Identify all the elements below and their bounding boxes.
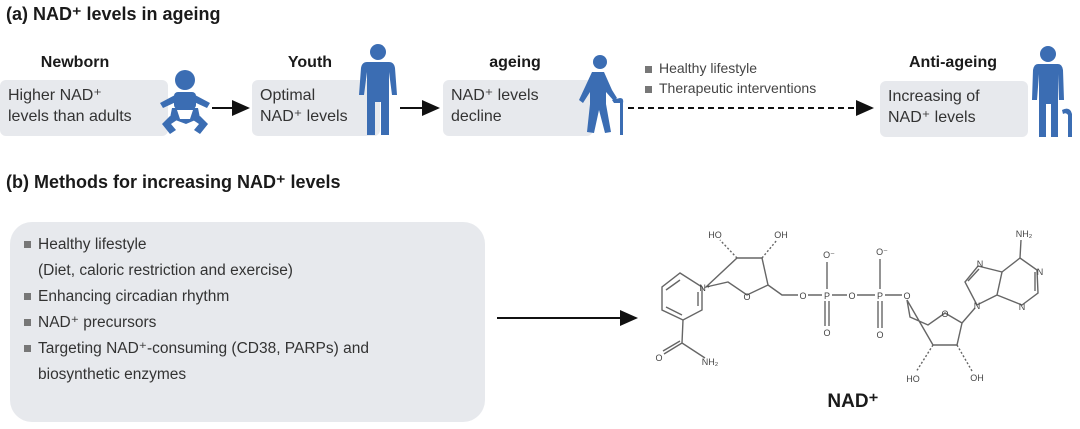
stage-label-newborn: Newborn <box>40 54 110 71</box>
atom-label: O <box>823 328 830 338</box>
ageing-text-2: decline <box>451 108 502 125</box>
atom-label: OH <box>774 230 788 240</box>
atom-label: P <box>877 291 883 301</box>
stage-label-youth: Youth <box>287 54 333 71</box>
atom-label: O <box>743 292 750 302</box>
atom-label: N <box>1037 267 1044 277</box>
anti-ageing-text-1: Increasing of <box>888 88 980 105</box>
atom-label: O <box>903 291 910 301</box>
method-item-detail: biosynthetic enzymes <box>38 366 187 383</box>
part-b-title: (b) Methods for increasing NAD⁺ levels <box>6 172 341 192</box>
ageing-text-1: NAD⁺ levels <box>451 87 539 104</box>
atom-label: O⁻ <box>876 247 888 257</box>
method-item: NAD⁺ precursors <box>24 310 471 336</box>
adult-icon <box>359 44 397 135</box>
atom-label: HO <box>906 374 920 384</box>
newborn-box: Higher NAD⁺ levels than adults <box>0 80 168 136</box>
intervention-item: Healthy lifestyle <box>645 60 757 76</box>
youth-text-2: NAD⁺ levels <box>260 108 348 125</box>
stage-label-anti-ageing: Anti-ageing <box>909 54 997 71</box>
atom-label: OH <box>970 373 984 383</box>
atom-label: N <box>977 259 984 269</box>
ageing-box: NAD⁺ levels decline <box>443 80 593 136</box>
anti-ageing-text-2: NAD⁺ levels <box>888 109 976 126</box>
method-item: Healthy lifestyle <box>24 232 471 258</box>
atom-label: O <box>941 309 948 319</box>
atom-label: O <box>876 330 883 340</box>
stage-label-ageing: ageing <box>489 54 541 71</box>
method-item: Targeting NAD⁺-consuming (CD38, PARPs) a… <box>24 336 471 362</box>
method-item-detail: (Diet, caloric restriction and exercise) <box>38 262 293 279</box>
healthy-elderly-icon <box>1032 46 1072 137</box>
intervention-item: Therapeutic interventions <box>645 80 816 96</box>
atom-label: NH₂ <box>702 357 719 367</box>
method-item: Enhancing circadian rhythm <box>24 284 471 310</box>
baby-icon <box>160 70 210 134</box>
atom-label: NH₂ <box>1016 229 1033 239</box>
atom-label: P <box>824 291 830 301</box>
elderly-icon <box>579 55 624 135</box>
atom-label: HO <box>708 230 722 240</box>
atom-label: N <box>1019 302 1026 312</box>
newborn-text-2: levels than adults <box>8 108 132 125</box>
atom-label: N⁺ <box>699 283 710 293</box>
atom-label: N <box>974 301 981 311</box>
youth-box: Optimal NAD⁺ levels <box>252 80 380 136</box>
atom-label: O⁻ <box>823 250 835 260</box>
anti-ageing-box: Increasing of NAD⁺ levels <box>880 81 1028 137</box>
newborn-text-1: Higher NAD⁺ <box>8 87 102 104</box>
nad-label: NAD⁺ <box>827 391 878 412</box>
atom-label: O <box>655 353 662 363</box>
part-a-title: (a) NAD⁺ levels in ageing <box>6 4 221 24</box>
atom-label: O <box>848 291 855 301</box>
atom-label: O <box>799 291 806 301</box>
youth-text-1: Optimal <box>260 87 316 104</box>
methods-box: Healthy lifestyle (Diet, caloric restric… <box>10 222 485 422</box>
